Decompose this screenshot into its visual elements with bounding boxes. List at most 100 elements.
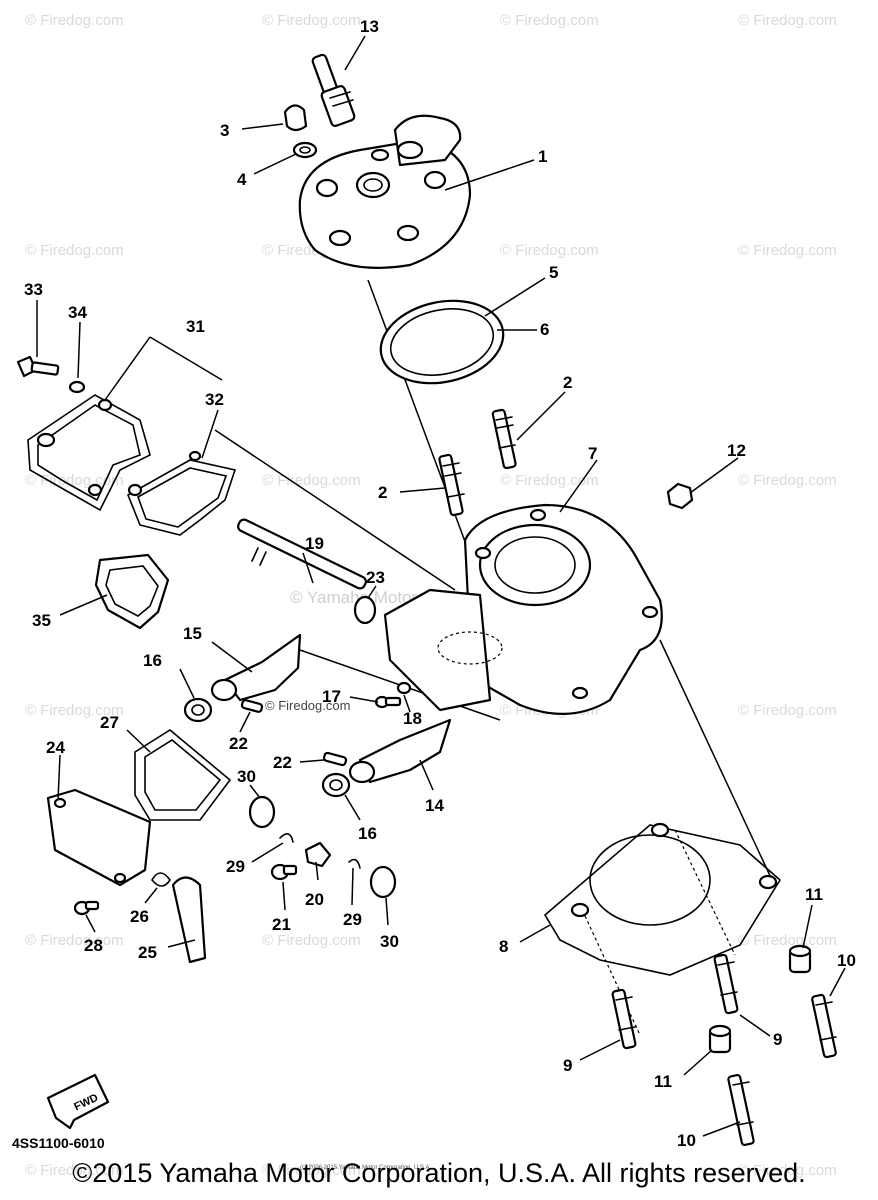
callout-26: 26: [130, 907, 149, 926]
valve-shaft: [237, 518, 367, 590]
stud: [611, 988, 637, 1050]
watermark: © Firedog.com: [738, 932, 837, 949]
callout-17: 17: [322, 687, 341, 706]
watermark: © Firedog.com: [25, 12, 124, 29]
watermark: © Firedog.com: [500, 12, 599, 29]
bushing: [353, 595, 377, 625]
hose-clamp: [151, 872, 171, 887]
watermark: © Firedog.com: [25, 242, 124, 259]
callout-22: 22: [273, 753, 292, 772]
cover-gasket-plate: [134, 729, 232, 821]
cover-gasket: [27, 394, 151, 512]
bolt: [73, 900, 100, 916]
callout-10: 10: [837, 951, 856, 970]
callout-15: 15: [183, 624, 202, 643]
watermark-layer: © Firedog.com © Firedog.com © Firedog.co…: [25, 12, 837, 1179]
watermark: © Firedog.com: [262, 472, 361, 489]
nut: [788, 944, 812, 974]
bolt: [270, 863, 298, 881]
callout-12: 12: [727, 441, 746, 460]
callout-13: 13: [360, 17, 379, 36]
callout-32: 32: [205, 390, 224, 409]
callout-29: 29: [343, 910, 362, 929]
callout-1: 1: [538, 147, 547, 166]
cylinder-head: [298, 114, 472, 269]
reed-gasket: [126, 450, 237, 536]
catalog-number: 4SS1100-6010: [12, 1135, 105, 1151]
watermark: © Firedog.com: [738, 1162, 837, 1179]
cover-plate: [46, 788, 152, 887]
callout-6: 6: [540, 320, 549, 339]
stud: [491, 408, 517, 470]
stud: [713, 953, 739, 1015]
callout-19: 19: [305, 534, 324, 553]
pin: [322, 751, 348, 767]
callout-23: 23: [366, 568, 385, 587]
callout-3: 3: [220, 121, 229, 140]
nut: [666, 482, 694, 510]
callout-35: 35: [32, 611, 51, 630]
stud: [811, 993, 837, 1059]
washer: [396, 681, 412, 695]
callout-27: 27: [100, 713, 119, 732]
callout-16: 16: [358, 824, 377, 843]
callout-21: 21: [272, 915, 291, 934]
watermark: © Firedog.com: [25, 472, 124, 489]
callout-20: 20: [305, 890, 324, 909]
watermark: © Firedog.com: [738, 242, 837, 259]
oil-seal: [321, 772, 351, 798]
callout-9: 9: [563, 1056, 572, 1075]
watermark: © Firedog.com: [262, 932, 361, 949]
callout-7: 7: [588, 444, 597, 463]
watermark: © Firedog.com: [500, 242, 599, 259]
collar: [369, 865, 397, 899]
callout-29: 29: [226, 857, 245, 876]
reed-valve: [94, 553, 170, 630]
inline-watermark: © Firedog.com: [265, 698, 350, 713]
watermark: © Firedog.com: [738, 472, 837, 489]
nut: [708, 1024, 732, 1054]
callout-2: 2: [378, 483, 387, 502]
callout-5: 5: [549, 263, 558, 282]
clip: [348, 858, 361, 869]
holder: [304, 841, 332, 868]
watermark: © Firedog.com: [738, 702, 837, 719]
callout-9: 9: [773, 1030, 782, 1049]
callout-28: 28: [84, 936, 103, 955]
callout-numbers: 13 3 4 1 5 6 33 34 31 32 2 2 7 12 19 23 …: [24, 17, 856, 1150]
callout-33: 33: [24, 280, 43, 299]
callout-34: 34: [68, 303, 87, 322]
callout-10: 10: [677, 1131, 696, 1150]
callout-11: 11: [654, 1072, 672, 1091]
callout-14: 14: [425, 796, 444, 815]
watermark: © Firedog.com: [25, 1162, 124, 1179]
head-gasket: [379, 299, 505, 385]
watermark: © Firedog.com: [262, 1162, 361, 1179]
forward-arrow-icon: FWD: [46, 1073, 110, 1130]
washer: [292, 141, 318, 159]
watermark: © Firedog.com: [25, 702, 124, 719]
callout-18: 18: [403, 709, 422, 728]
spark-plug: [311, 53, 356, 127]
callout-25: 25: [138, 943, 157, 962]
callout-31: 31: [186, 317, 205, 336]
callout-4: 4: [237, 170, 247, 189]
washer: [68, 380, 86, 394]
exhaust-valve: [210, 633, 302, 702]
callout-16: 16: [143, 651, 162, 670]
stud: [727, 1073, 755, 1147]
leader-lines: [36, 35, 846, 1137]
callout-30: 30: [237, 767, 256, 786]
base-gasket: [543, 822, 782, 976]
pin: [240, 699, 264, 713]
callout-11: 11: [805, 885, 823, 904]
oil-seal: [183, 697, 213, 723]
exhaust-valve: [348, 718, 452, 784]
bolt: [16, 355, 60, 378]
watermark: © Firedog.com: [738, 12, 837, 29]
cylinder: [383, 503, 663, 715]
watermark: © Firedog.com: [500, 472, 599, 489]
collar: [248, 795, 276, 829]
callout-24: 24: [46, 738, 65, 757]
